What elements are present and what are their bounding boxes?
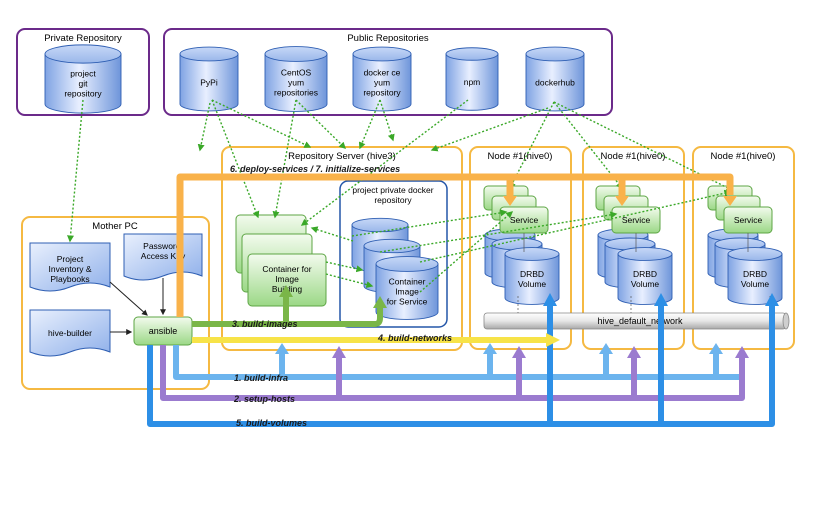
mother-pc-title: Mother PC [92,221,138,232]
centos-yum-cylinder-label-3: repositories [274,88,318,98]
npm-cylinder: npm [445,47,499,111]
repository-server-title: Repository Server (hive3) [288,151,396,162]
hive-builder-doc: hive-builder [29,309,111,357]
public-repositories-title: Public Repositories [347,33,429,44]
mother-pc-group: Mother PC [21,216,210,390]
setup-hosts-heads [332,346,749,358]
node-2-service-label: Service [622,215,651,225]
svg-text:Project: Project [57,254,84,264]
container-image-service-cylinder-label-1: Container [389,277,426,287]
hive-default-network-pipe: hive_default_network [483,312,790,330]
node-2-title: Node #1(hive0) [601,151,666,162]
npm-cylinder-label-1: npm [464,77,481,87]
centos-yum-cylinder-label-2: yum [288,78,304,88]
step-setup-hosts-label: 2. setup-hosts [233,394,295,404]
docker-ce-yum-cylinder-label-2: yum [374,77,390,87]
step-build-infra-label: 1. build-infra [234,373,288,383]
node-1-drbd-volume-label-2: Volume [518,279,547,289]
container-image-building: Container for Image Building [235,214,327,307]
dockerhub-cylinder: dockerhub [525,46,585,112]
centos-yum-cylinder-label-1: CentOS [281,68,312,78]
step-build-networks-label: 4. build-networks [377,333,452,343]
step-deploy-label: 6. deploy-services / 7. initialize-servi… [230,164,400,174]
node-3-service-label: Service [734,215,763,225]
build-infra-heads [275,343,723,354]
svg-text:Inventory &: Inventory & [49,264,92,274]
docker-ce-yum-cylinder-label-3: repository [363,87,401,97]
svg-text:Image: Image [275,274,299,284]
public-repositories-group: Public Repositories [163,28,613,116]
node-2-service: Service [611,206,661,234]
build-infra-arrow [173,345,744,380]
node-2-drbd-volume-label-1: DRBD [633,269,657,279]
node-3-title: Node #1(hive0) [711,151,776,162]
docker-ce-yum-cylinder-label-1: docker ce [364,67,401,77]
node-1-title: Node #1(hive0) [488,151,553,162]
private-repository-title: Private Repository [44,33,122,44]
svg-text:hive-builder: hive-builder [48,328,92,338]
docker-repo-title-1: project private docker [352,185,433,195]
build-images-arrow [192,285,387,327]
node-3-drbd-volume-label-1: DRBD [743,269,767,279]
svg-text:Password/: Password/ [143,241,183,251]
setup-hosts-arrow [160,345,745,401]
project-inventory-doc: Project Inventory & Playbooks [29,242,111,292]
pypi-cylinder: PyPi [179,46,239,112]
deploy-services-arrow [176,173,737,317]
pypi-cylinder-label-1: PyPi [200,77,218,87]
docker-repo-title-2: repository [374,195,412,205]
step-build-images-label: 3. build-images [232,319,298,329]
svg-text:Container for: Container for [262,264,311,274]
private-repository-group: Private Repository [16,28,150,116]
git-repository-cylinder-label-3: repository [64,89,102,99]
build-volumes-heads [543,293,779,306]
svg-text:Playbooks: Playbooks [50,274,89,284]
container-image-service-cylinder-label-2: Image [395,287,419,297]
container-image-service-cylinder-label-3: for Service [387,297,428,307]
build-volumes-arrow [147,303,775,427]
ansible-label: ansible [149,326,178,336]
svg-text:Access Key: Access Key [141,251,186,261]
build-networks-arrow [192,333,560,347]
docker-repository-group: project private docker repository [339,180,448,328]
git-repository-cylinder-label-2: git [79,79,89,89]
node-3-service: Service [723,206,773,234]
ansible-input-arrows [109,278,166,335]
ansible-node[interactable]: ansible [133,316,193,346]
node-1-service-label: Service [510,215,539,225]
password-access-key-doc: Password/ Access Key [123,233,203,281]
network-label: hive_default_network [597,316,683,326]
dockerhub-cylinder-label-1: dockerhub [535,77,575,87]
git-repository-cylinder-label-1: project [70,69,96,79]
step-build-volumes-label: 5. build-volumes [236,418,307,428]
node-1-drbd-volume-label-1: DRBD [520,269,544,279]
node-3-drbd-volume-label-2: Volume [741,279,770,289]
node-2-drbd-volume-label-2: Volume [631,279,660,289]
